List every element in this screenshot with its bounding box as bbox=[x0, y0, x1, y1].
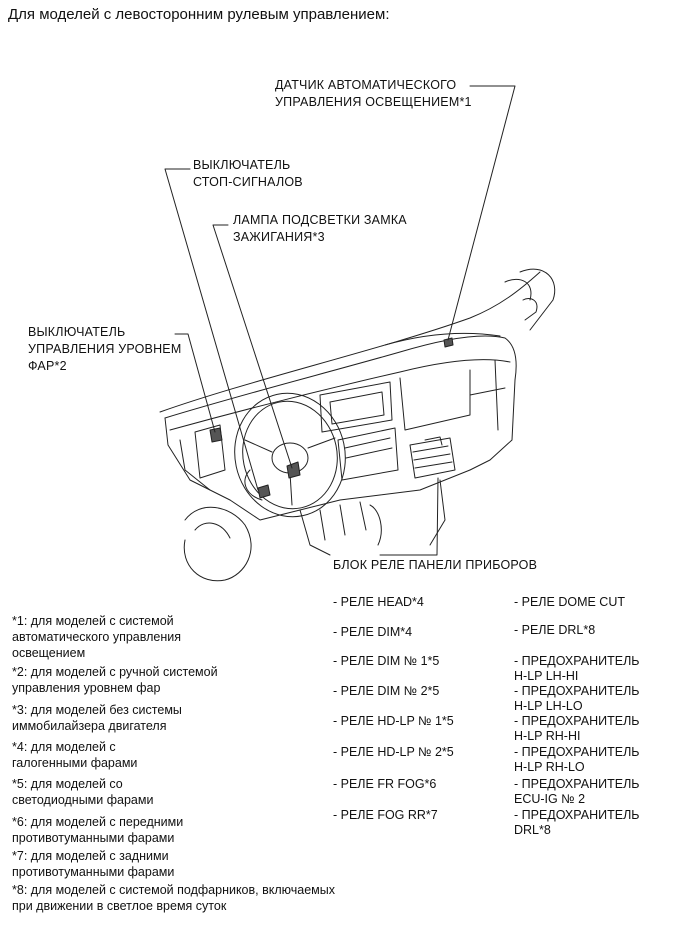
callout-ignition-lamp: ЛАМПА ПОДСВЕТКИ ЗАМКА ЗАЖИГАНИЯ*3 bbox=[233, 213, 407, 244]
relay-dim: - РЕЛЕ DIM*4 bbox=[333, 625, 413, 639]
callout-relay-block: БЛОК РЕЛЕ ПАНЕЛИ ПРИБОРОВ bbox=[333, 558, 538, 572]
leader-leveling-switch bbox=[174, 333, 216, 433]
leader-stop-switch bbox=[164, 168, 259, 491]
callout-stop-switch: ВЫКЛЮЧАТЕЛЬ СТОП-СИГНАЛОВ bbox=[193, 158, 303, 189]
relay-head: - РЕЛЕ HEAD*4 bbox=[333, 595, 424, 609]
relay-dim-1: - РЕЛЕ DIM № 1*5 bbox=[333, 654, 440, 668]
relay-dim-2: - РЕЛЕ DIM № 2*5 bbox=[333, 684, 440, 698]
relay-hd-lp-1: - РЕЛЕ HD-LP № 1*5 bbox=[333, 714, 454, 728]
page-title: Для моделей с левосторонним рулевым упра… bbox=[8, 6, 390, 23]
leader-ignition-lamp bbox=[212, 224, 293, 469]
callout-leveling-switch: ВЫКЛЮЧАТЕЛЬ УПРАВЛЕНИЯ УРОВНЕМ ФАР*2 bbox=[28, 325, 182, 373]
callout-light-sensor: ДАТЧИК АВТОМАТИЧЕСКОГО УПРАВЛЕНИЯ ОСВЕЩЕ… bbox=[275, 78, 472, 109]
relay-hd-lp-2: - РЕЛЕ HD-LP № 2*5 bbox=[333, 745, 454, 759]
relay-drl: - РЕЛЕ DRL*8 bbox=[514, 623, 596, 637]
relay-dome-cut: - РЕЛЕ DOME CUT bbox=[514, 595, 625, 609]
leader-relay-block bbox=[379, 477, 439, 556]
relay-fog-rr: - РЕЛЕ FOG RR*7 bbox=[333, 808, 438, 822]
leader-light-sensor bbox=[447, 85, 516, 341]
footnote-8: *8: для моделей с системой подфарников, … bbox=[12, 883, 335, 913]
relay-fr-fog: - РЕЛЕ FR FOG*6 bbox=[333, 777, 437, 791]
